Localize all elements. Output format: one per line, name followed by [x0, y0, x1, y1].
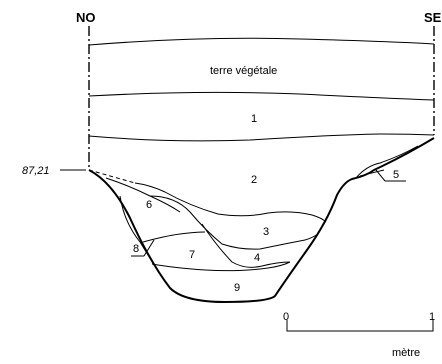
ground-surface-line [88, 37, 435, 46]
layer-8-label: 8 [133, 243, 139, 255]
layer-3-label: 3 [263, 226, 269, 238]
layer-2-label: 2 [251, 174, 257, 186]
layer-5-label: 5 [393, 169, 399, 181]
layer-7-label: 7 [189, 249, 195, 261]
layer-9-label: 9 [234, 282, 240, 294]
layer-2-base-line [134, 182, 327, 223]
topsoil-base-line [88, 91, 435, 101]
layer-6-label: 6 [146, 199, 152, 211]
scale-end-label: 1 [429, 311, 435, 323]
layer-6-base-line [149, 195, 319, 250]
orientation-nw-label: NO [76, 10, 96, 25]
layer-1-label: 1 [251, 113, 257, 125]
scale-unit-label: mètre [392, 347, 420, 359]
topsoil-label: terre végétale [210, 65, 277, 77]
layer-5-lower-line [359, 169, 385, 177]
layer-8-leader [143, 239, 155, 257]
layer-7-upper-line [142, 231, 206, 243]
layer-5-upper-line [355, 145, 419, 179]
initial-slope-dashed [88, 169, 136, 184]
layer-8-inner-line [119, 195, 157, 269]
scale-bar [286, 320, 434, 332]
layer-1-base-line [88, 133, 435, 142]
orientation-se-label: SE [424, 10, 442, 25]
elevation-label: 87,21 [22, 165, 50, 177]
layer-3-base-line [201, 223, 291, 268]
scale-start-label: 0 [283, 311, 289, 323]
layer-4-label: 4 [254, 252, 260, 264]
layer-9-top-line [151, 261, 291, 272]
layer-5-leader [375, 169, 386, 182]
